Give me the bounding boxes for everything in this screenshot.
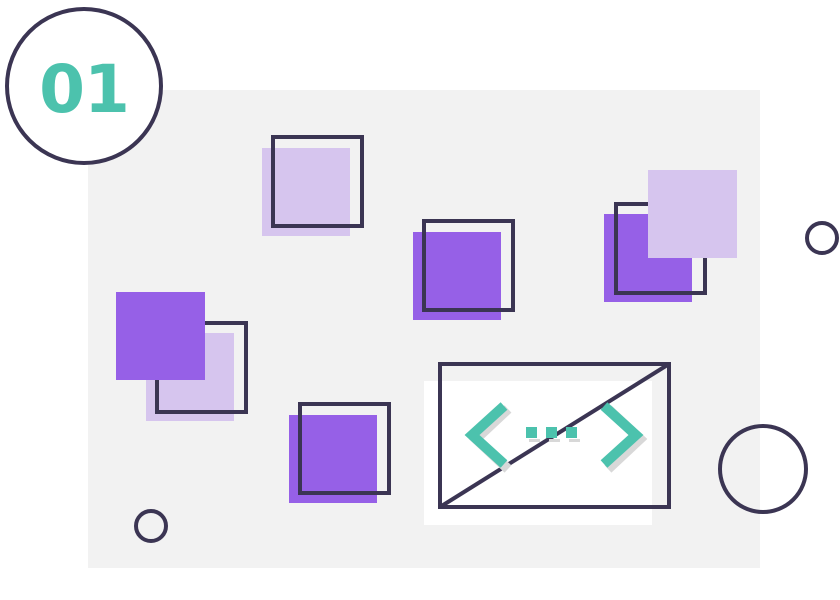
code-brackets-icon: [464, 402, 648, 473]
code-window-frame: [438, 362, 671, 509]
purple-square: [413, 232, 501, 320]
square-group-5: [289, 402, 391, 503]
outline-square: [271, 135, 364, 228]
left-bracket: [464, 402, 508, 468]
light-purple-square: [648, 170, 737, 258]
small-circle-bottom-left: [134, 509, 168, 543]
dot: [526, 427, 537, 438]
step-badge-circle: [5, 7, 163, 165]
small-circle-right: [805, 221, 839, 255]
square-group-2: [413, 219, 515, 320]
dot-shadow: [569, 439, 580, 442]
step-number: 01: [39, 51, 129, 128]
dot: [546, 427, 557, 438]
purple-square: [116, 292, 205, 380]
step-badge: 01: [5, 7, 163, 165]
square-group-1: [262, 135, 364, 236]
light-purple-square: [262, 148, 350, 236]
large-circle-right: [718, 424, 808, 514]
outline-square: [422, 219, 515, 312]
dot: [566, 427, 577, 438]
square-group-3: [604, 170, 737, 302]
square-group-4: [116, 292, 248, 421]
dot-shadow: [549, 439, 560, 442]
outline-square: [298, 402, 391, 495]
dot-shadow: [529, 439, 540, 442]
code-window: [424, 362, 671, 525]
right-bracket: [600, 402, 644, 468]
purple-square: [289, 415, 377, 503]
